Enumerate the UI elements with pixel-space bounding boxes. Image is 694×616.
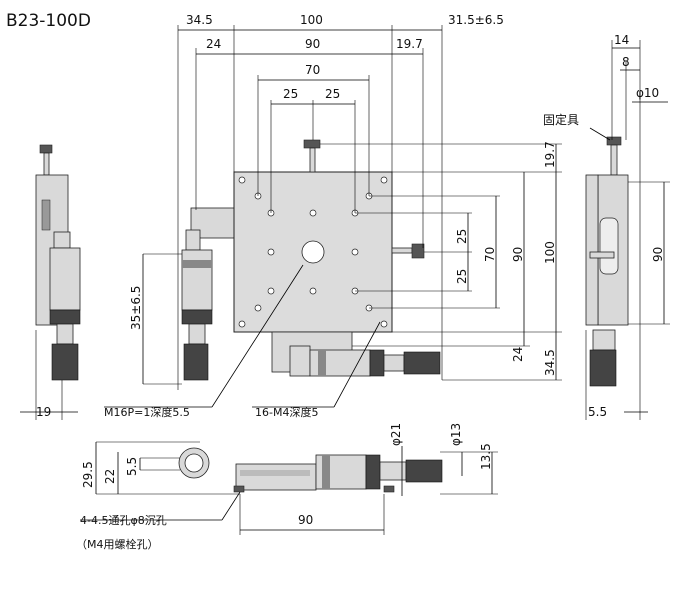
- dim-label-top_dims-b: 100: [300, 13, 323, 27]
- top-view: [181, 139, 441, 381]
- dim-label-top_dims-f: 19.7: [396, 37, 423, 51]
- model-title: B23-100D: [6, 11, 91, 31]
- dim-label-side_dims-s14: 14: [614, 33, 629, 47]
- dim-label-bottom_dims-h295: 29.5: [81, 461, 95, 488]
- dim-label-top_dims-h1: 25: [283, 87, 298, 101]
- note-holes-m4: （M4用螺栓孔）: [76, 537, 159, 551]
- dim-label-top_dims-g: 70: [305, 63, 320, 77]
- note-m16: M16P=1深度5.5: [104, 405, 190, 419]
- dim-label-top_dims-c: 31.5±6.5: [448, 13, 504, 27]
- dim-label-bottom_dims-h55: 5.5: [125, 457, 139, 476]
- dim-label-side_dims-s90: 90: [651, 247, 665, 262]
- dim-label-right_dims-r5: 90: [511, 247, 525, 262]
- right-dimensions: 25 70 25 90 19.7 100 24 34.5: [320, 141, 562, 381]
- dim-label-top_dims-e: 90: [305, 37, 320, 51]
- center-hole: [301, 240, 325, 264]
- dim-label-side_dims-s55: 5.5: [588, 405, 607, 419]
- notes: M16P=1深度5.5 16-M4深度5 4-4.5通孔φ8沉孔 （M4用螺栓孔…: [76, 264, 381, 551]
- bottom-view: [178, 447, 443, 493]
- dim-label-right_dims-r6: 100: [543, 241, 557, 264]
- dim-label-right_dims-r7: 24: [511, 347, 525, 362]
- left-side-view: 19: [20, 144, 81, 420]
- dim-label-right_dims-r1: 19.7: [543, 141, 557, 168]
- dim-label-left_dims-height: 35±6.5: [129, 286, 143, 330]
- note-m4: 16-M4深度5: [255, 405, 318, 419]
- left-height-dim: 35±6.5: [129, 253, 182, 385]
- dim-label-bottom_dims-w90: 90: [298, 513, 313, 527]
- dim-label-right_dims-r8: 34.5: [543, 349, 557, 376]
- dim-label-top_dims-h2: 25: [325, 87, 340, 101]
- dim-label-right_dims-r2: 25: [455, 229, 469, 244]
- dim-label-bottom_dims-h135: 13.5: [479, 443, 493, 470]
- dim-label-right_dims-r4: 25: [455, 269, 469, 284]
- dim-label-top_dims-a: 34.5: [186, 13, 213, 27]
- dim-label-bottom_dims-h22: 22: [103, 469, 117, 484]
- dim-label-bottom_dims-phi21: φ21: [389, 423, 403, 446]
- dim-label-left_dims-bottom: 19: [36, 405, 51, 419]
- dim-label-bottom_dims-phi13: φ13: [449, 423, 463, 446]
- top-dimensions: 34.5 100 31.5±6.5 24 90 19.7 70 25 25: [177, 13, 504, 390]
- fixture-label: 固定具: [543, 112, 579, 127]
- dim-label-side_dims-phi10: φ10: [636, 86, 659, 100]
- dim-label-right_dims-r3: 70: [483, 247, 497, 262]
- right-side-view: 14 8 φ10 固定具 90 5.5: [543, 33, 670, 420]
- dim-label-top_dims-d: 24: [206, 37, 221, 51]
- bottom-dimensions: 29.5 22 5.5 φ21 φ13 13.5 90: [81, 423, 498, 535]
- note-holes: 4-4.5通孔φ8沉孔: [80, 514, 167, 527]
